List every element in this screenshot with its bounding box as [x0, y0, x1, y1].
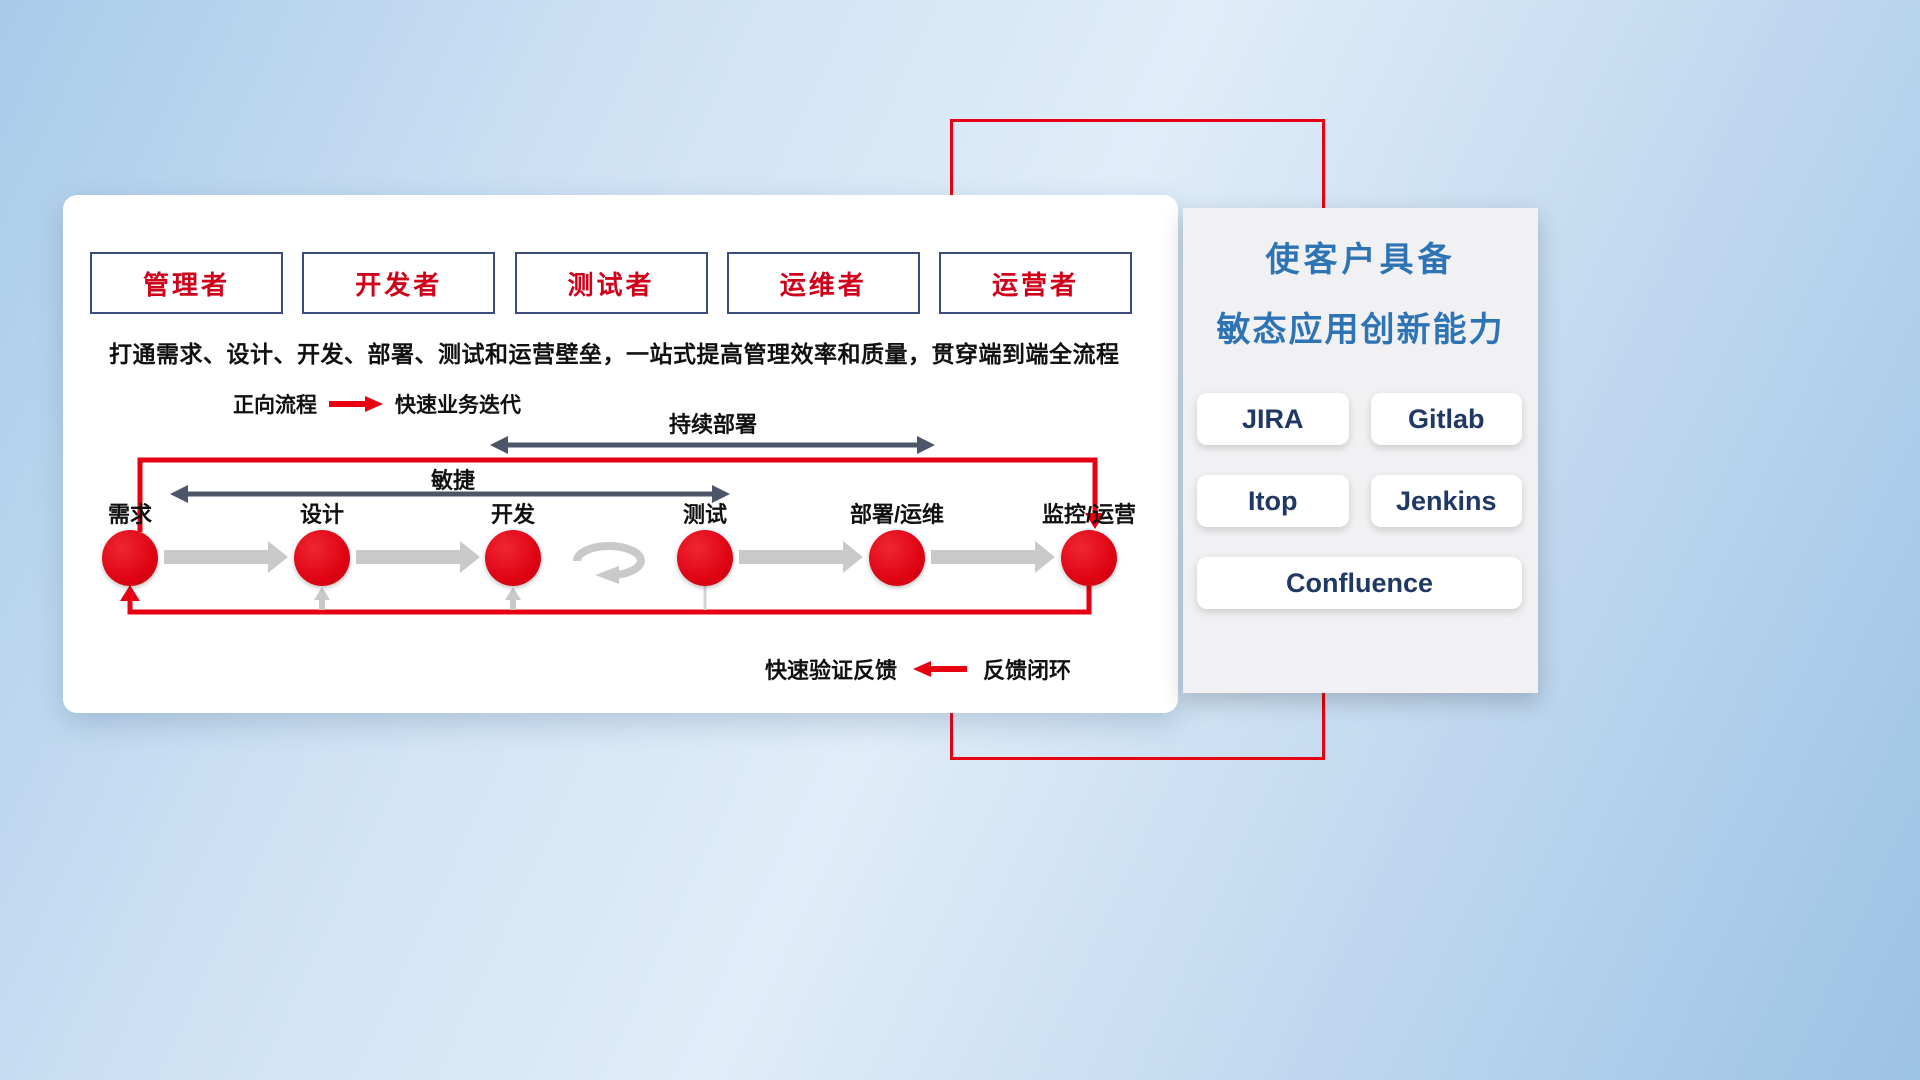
- roles-row: 管理者 开发者 测试者 运维者 运营者: [90, 252, 1132, 314]
- red-feedback-loop: [120, 585, 1092, 615]
- forward-arrow-icon: [329, 396, 383, 412]
- stage-node-circle: [485, 530, 541, 586]
- stage-label: 开发: [490, 502, 535, 527]
- flow-stage-deploy-ops: 部署/运维: [827, 500, 967, 586]
- stage-node-circle: [869, 530, 925, 586]
- flow-stage-develop: 开发: [443, 500, 583, 586]
- flow-stage-design: 设计: [252, 500, 392, 586]
- capability-panel: 使客户具备 敏态应用创新能力 JIRA Gitlab Itop Jenkins …: [1183, 208, 1538, 693]
- role-label: 运营者: [991, 269, 1079, 300]
- continuous-deploy-label: 持续部署: [668, 412, 757, 437]
- flow-stage-monitor-operate: 监控/运营: [1019, 500, 1159, 586]
- devops-flow-card: 管理者 开发者 测试者 运维者 运营者 打通需求、设计、开发、部署、测试和运营壁…: [63, 195, 1178, 713]
- dev-test-loop-icon: [573, 542, 646, 584]
- tool-chip-jenkins: Jenkins: [1370, 475, 1522, 527]
- flow-stage-test: 测试: [635, 500, 775, 586]
- agile-range-arrow: [170, 485, 730, 503]
- agile-label: 敏捷: [430, 468, 475, 493]
- flow-stage-requirements: 需求: [60, 500, 200, 586]
- red-forward-loop: [137, 457, 1105, 532]
- tool-chip-gitlab: Gitlab: [1370, 393, 1522, 445]
- forward-legend-label: 正向流程: [233, 394, 317, 417]
- role-box-ops: 运维者: [726, 252, 920, 314]
- stage-flow-arrows: [164, 541, 1055, 573]
- panel-title: 使客户具备 敏态应用创新能力: [1183, 238, 1538, 352]
- stage-label: 监控/运营: [1041, 502, 1137, 527]
- stage-label: 需求: [107, 502, 152, 527]
- stage-node-circle: [294, 530, 350, 586]
- feedback-up-arrows: [314, 586, 707, 610]
- forward-legend: 正向流程 快速业务迭代: [233, 389, 521, 419]
- flow-arrows-svg: [120, 436, 1105, 615]
- stage-node-circle: [1061, 530, 1117, 586]
- feedback-arrow-icon: [913, 661, 968, 677]
- tools-grid: JIRA Gitlab Itop Jenkins Confluence: [1197, 393, 1522, 609]
- continuous-deploy-range-arrow: [490, 436, 935, 454]
- feedback-legend: 快速验证反馈 反馈闭环: [765, 653, 1071, 685]
- role-box-developer: 开发者: [302, 252, 496, 314]
- stage-label: 测试: [682, 502, 727, 527]
- stage-node-circle: [677, 530, 733, 586]
- panel-title-line1: 使客户具备: [1265, 241, 1456, 279]
- stage-label: 设计: [299, 502, 344, 527]
- stage-node-circle: [102, 530, 158, 586]
- role-label: 测试者: [567, 269, 655, 300]
- role-label: 运维者: [779, 269, 867, 300]
- card-subtitle: 打通需求、设计、开发、部署、测试和运营壁垒，一站式提高管理效率和质量，贯穿端到端…: [109, 341, 1120, 367]
- role-box-operator: 运营者: [939, 252, 1132, 314]
- stage-label: 部署/运维: [849, 502, 945, 527]
- tool-chip-jira: JIRA: [1197, 393, 1349, 445]
- panel-title-line2: 敏态应用创新能力: [1216, 311, 1505, 349]
- role-box-manager: 管理者: [90, 252, 283, 314]
- role-box-tester: 测试者: [514, 252, 708, 314]
- role-label: 管理者: [142, 269, 230, 300]
- tool-chip-confluence: Confluence: [1197, 557, 1522, 609]
- feedback-legend-desc: 反馈闭环: [983, 658, 1072, 683]
- role-label: 开发者: [355, 269, 443, 300]
- forward-legend-desc: 快速业务迭代: [395, 394, 521, 417]
- feedback-legend-label: 快速验证反馈: [765, 658, 898, 683]
- tool-chip-itop: Itop: [1197, 475, 1349, 527]
